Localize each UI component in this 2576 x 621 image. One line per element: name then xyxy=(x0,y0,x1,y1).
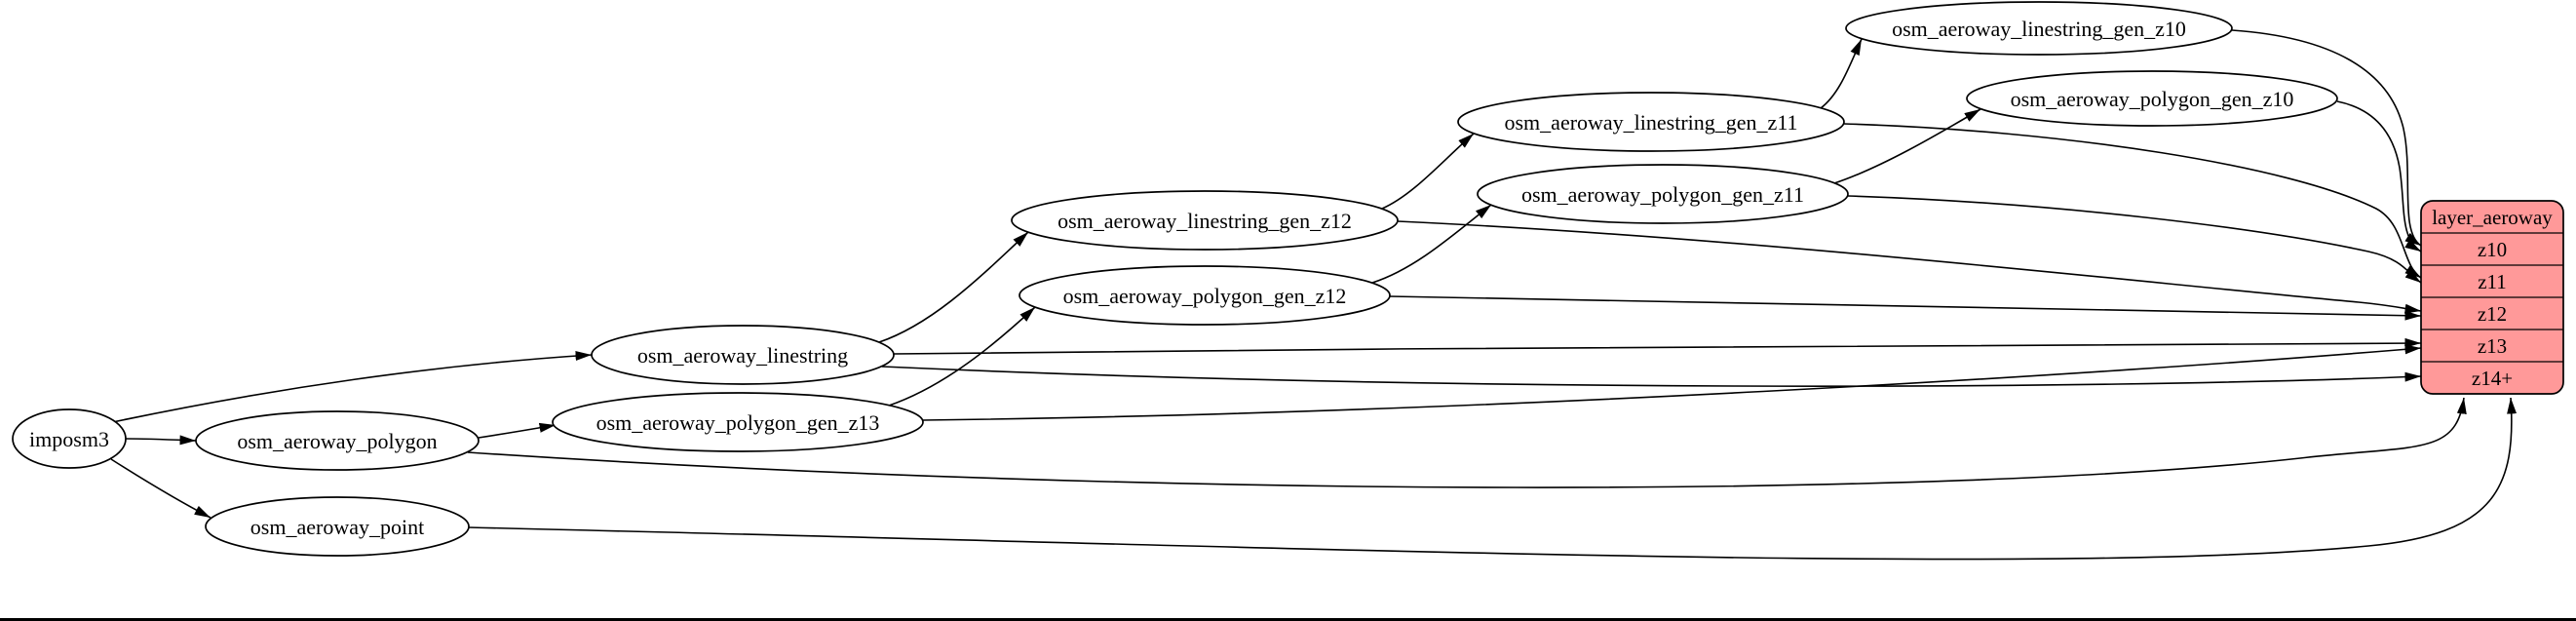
node-osm-aeroway-polygon: osm_aeroway_polygon xyxy=(195,410,480,471)
node-imposm3: imposm3 xyxy=(12,408,127,469)
osm-aeroway-polygon-gen-z11-ellipse xyxy=(1477,164,1849,224)
osm-aeroway-polygon-gen-z12-ellipse xyxy=(1019,265,1391,326)
node-osm-aeroway-linestring-gen-z11: osm_aeroway_linestring_gen_z11 xyxy=(1457,92,1845,152)
edge-osm_aeroway_point-to-layer_aeroway-z14 xyxy=(468,397,2518,561)
imposm3-label: imposm3 xyxy=(29,427,109,451)
edge-osm_aeroway_linestring_gen_z11-to-osm_aeroway_linestring_gen_z10 xyxy=(1820,38,1863,109)
osm-aeroway-linestring-gen-z11-ellipse xyxy=(1457,92,1845,152)
osm-aeroway-linestring-label: osm_aeroway_linestring xyxy=(637,343,848,368)
osm-aeroway-polygon-ellipse xyxy=(195,410,480,471)
imposm3-ellipse xyxy=(12,408,127,469)
edge-osm_aeroway_linestring_gen_z11-to-layer_aeroway-z11 xyxy=(1843,123,2422,279)
node-osm-aeroway-polygon-gen-z13: osm_aeroway_polygon_gen_z13 xyxy=(552,392,924,452)
osm-aeroway-linestring-gen-z12-label: osm_aeroway_linestring_gen_z12 xyxy=(1057,209,1352,233)
edge-osm_aeroway_polygon_gen_z13-to-layer_aeroway-z13 xyxy=(922,344,2422,421)
nodes-layer: imposm3 osm_aeroway_polygon osm_aeroway_… xyxy=(12,1,2338,557)
edge-osm_aeroway_polygon_gen_z12-to-osm_aeroway_polygon_gen_z11 xyxy=(1371,204,1492,284)
edge-osm_aeroway_polygon_gen_z12-to-layer_aeroway-z12 xyxy=(1389,295,2422,321)
node-osm-aeroway-linestring-gen-z12: osm_aeroway_linestring_gen_z12 xyxy=(1011,190,1399,251)
osm-aeroway-point-label: osm_aeroway_point xyxy=(250,515,424,539)
edge-imposm3-to-osm_aeroway_point xyxy=(110,458,211,519)
edge-osm_aeroway_polygon_gen_z13-to-osm_aeroway_polygon_gen_z12 xyxy=(888,306,1036,407)
edge-osm_aeroway_linestring-to-layer_aeroway-z14 xyxy=(881,366,2422,387)
osm-aeroway-polygon-gen-z11-label: osm_aeroway_polygon_gen_z11 xyxy=(1521,182,1804,207)
osm-aeroway-linestring-gen-z10-ellipse xyxy=(1845,1,2233,56)
edge-osm_aeroway_polygon_gen_z11-to-layer_aeroway-z11 xyxy=(1847,195,2422,284)
node-layer-aeroway: layer_aeroway z10 z11 z12 z13 z14+ xyxy=(2420,200,2564,395)
edge-osm_aeroway_polygon_gen_z11-to-osm_aeroway_polygon_gen_z10 xyxy=(1833,108,1981,184)
edge-osm_aeroway_linestring_gen_z12-to-layer_aeroway-z12 xyxy=(1397,220,2422,314)
edge-osm_aeroway_linestring-to-layer_aeroway-z13 xyxy=(893,337,2422,355)
edge-osm_aeroway_polygon_gen_z10-to-layer_aeroway-z10 xyxy=(2336,100,2422,252)
osm-aeroway-polygon-gen-z10-label: osm_aeroway_polygon_gen_z10 xyxy=(2011,87,2294,111)
record-row-z12: z12 xyxy=(2478,302,2507,326)
record-row-z11: z11 xyxy=(2478,270,2507,293)
record-row-z14: z14+ xyxy=(2472,367,2513,390)
node-osm-aeroway-polygon-gen-z12: osm_aeroway_polygon_gen_z12 xyxy=(1019,265,1391,326)
node-osm-aeroway-polygon-gen-z11: osm_aeroway_polygon_gen_z11 xyxy=(1477,164,1849,224)
node-osm-aeroway-linestring: osm_aeroway_linestring xyxy=(591,325,895,385)
osm-aeroway-linestring-gen-z12-ellipse xyxy=(1011,190,1399,251)
osm-aeroway-linestring-gen-z11-label: osm_aeroway_linestring_gen_z11 xyxy=(1505,110,1798,135)
edge-osm_aeroway_polygon-to-layer_aeroway-z14 xyxy=(467,397,2467,488)
osm-aeroway-linestring-ellipse xyxy=(591,325,895,385)
osm-aeroway-polygon-gen-z13-ellipse xyxy=(552,392,924,452)
record-row-z13: z13 xyxy=(2478,334,2507,358)
osm-aeroway-polygon-gen-z13-label: osm_aeroway_polygon_gen_z13 xyxy=(596,410,880,435)
bottom-border xyxy=(0,618,2576,621)
osm-aeroway-linestring-gen-z10-label: osm_aeroway_linestring_gen_z10 xyxy=(1892,17,2186,41)
edge-osm_aeroway_polygon-to-osm_aeroway_polygon_gen_z13 xyxy=(478,422,557,439)
node-osm-aeroway-point: osm_aeroway_point xyxy=(205,496,470,557)
osm-aeroway-point-ellipse xyxy=(205,496,470,557)
node-osm-aeroway-polygon-gen-z10: osm_aeroway_polygon_gen_z10 xyxy=(1966,70,2338,127)
edge-osm_aeroway_linestring_gen_z10-to-layer_aeroway-z10 xyxy=(2231,29,2422,247)
edge-osm_aeroway_linestring-to-osm_aeroway_linestring_gen_z12 xyxy=(878,231,1029,343)
edge-imposm3-to-osm_aeroway_linestring xyxy=(107,351,593,424)
osm-aeroway-polygon-gen-z10-ellipse xyxy=(1966,70,2338,127)
layer-aeroway-title: layer_aeroway xyxy=(2432,206,2553,229)
edge-imposm3-to-osm_aeroway_polygon xyxy=(125,435,197,446)
record-row-z10: z10 xyxy=(2478,238,2507,261)
edge-osm_aeroway_linestring_gen_z12-to-osm_aeroway_linestring_gen_z11 xyxy=(1381,133,1475,210)
osm-aeroway-polygon-gen-z12-label: osm_aeroway_polygon_gen_z12 xyxy=(1063,284,1347,308)
node-osm-aeroway-linestring-gen-z10: osm_aeroway_linestring_gen_z10 xyxy=(1845,1,2233,56)
osm-aeroway-polygon-label: osm_aeroway_polygon xyxy=(237,429,437,453)
